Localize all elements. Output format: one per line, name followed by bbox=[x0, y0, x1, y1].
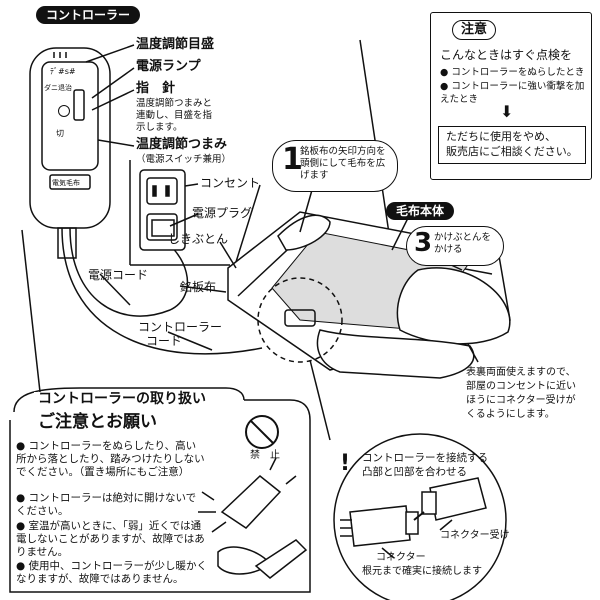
handling-subtitle: ご注意とお願い bbox=[38, 412, 157, 432]
controller-brand-label: 電気毛布 bbox=[52, 179, 80, 187]
label-outlet: コンセント bbox=[200, 176, 261, 190]
temperature-knob[interactable] bbox=[58, 105, 70, 117]
label-power-lamp: 電源ランプ bbox=[136, 59, 201, 74]
caution-action-1: ただちに使用をやめ、 bbox=[446, 130, 556, 143]
handling-bullet-4-text: 使用中、コントローラーが少し暖かくなりますが、故障ではありません。 bbox=[16, 560, 207, 585]
caution-action-box bbox=[438, 126, 586, 164]
step3-number: 3 bbox=[414, 228, 433, 258]
step1-text-2: 頭側にして毛布を広 bbox=[300, 158, 386, 169]
caution-bullet-2: ● コントローラーに強い衝撃を加えたとき bbox=[440, 81, 585, 105]
label-shikibuton: しきぶとん bbox=[168, 232, 229, 246]
label-controller-cord-2: コード bbox=[146, 334, 183, 348]
label-knob-sub: （電源スイッチ兼用） bbox=[136, 154, 232, 165]
controller-face-top: ﾃﾞ#s# bbox=[50, 67, 76, 76]
label-pointer-desc-2: 連動し、目盛を指 bbox=[136, 110, 213, 121]
reversible-note-3: ほうにコネクター受けが bbox=[466, 395, 576, 406]
connector-note: 根元まで確実に接続します bbox=[362, 566, 482, 577]
label-temperature-scale: 温度調節目盛 bbox=[136, 37, 215, 52]
caution-tag: 注意 bbox=[452, 20, 497, 40]
label-controller-cord-1: コントローラー bbox=[138, 320, 223, 334]
handling-bullet-4: ● 使用中、コントローラーが少し暖かくなりますが、故障ではありません。 bbox=[16, 560, 207, 585]
step3-bubble bbox=[406, 226, 504, 266]
caution-bullet-2-text: コントローラーに強い衝撃を加えたとき bbox=[440, 81, 585, 105]
handling-bullet-3-text: 室温が高いときに、「弱」近くでは通電しないことがありますが、故障ではありません。 bbox=[16, 520, 205, 558]
step3-text-2: かける bbox=[434, 244, 463, 255]
handling-bullet-3: ● 室温が高いときに、「弱」近くでは通電しないことがありますが、故障ではありませ… bbox=[16, 520, 205, 558]
label-temperature-knob: 温度調節つまみ bbox=[136, 137, 228, 152]
handling-section-title: コントローラーの取り扱い bbox=[34, 392, 210, 406]
step1-text-1: 銘板布の矢印方向を bbox=[300, 146, 386, 157]
step1-number: 1 bbox=[282, 142, 303, 177]
reversible-note-2: 部屋のコンセントに近い bbox=[466, 381, 576, 392]
title-badge: コントローラー bbox=[36, 6, 141, 24]
handling-bullet-2: ● コントローラーは絶対に開けないでください。 bbox=[16, 492, 197, 517]
label-pointer: 指 針 bbox=[136, 81, 176, 96]
step3-text-1: かけぶとんを bbox=[434, 232, 492, 243]
label-pointer-desc-3: 示します。 bbox=[136, 122, 183, 133]
connector-instruction-1: コントローラーを接続する bbox=[362, 452, 488, 464]
step1-bubble bbox=[272, 140, 398, 192]
controller-face-off: 切 bbox=[56, 129, 64, 138]
handling-bullet-1: ● コントローラーをぬらしたり、高い所から落としたり、踏みつけたりしないでくださ… bbox=[16, 440, 205, 478]
label-pointer-desc-1: 温度調節つまみと bbox=[136, 98, 213, 109]
caution-bullet-1: ● コントローラーをぬらしたとき bbox=[440, 67, 585, 78]
label-power-plug: 電源プラグ bbox=[192, 206, 253, 220]
exclaim-icon: ! bbox=[340, 451, 351, 476]
down-arrow-icon: ⬇ bbox=[500, 102, 514, 121]
connector-label: コネクター bbox=[376, 552, 426, 563]
caution-bullet-1-text: コントローラーをぬらしたとき bbox=[451, 67, 585, 78]
step1-text-3: げます bbox=[300, 170, 329, 181]
caution-action-2: 販売店にご相談ください。 bbox=[446, 145, 578, 158]
reversible-note-4: くるようにします。 bbox=[466, 409, 555, 420]
handling-bullet-2-text: コントローラーは絶対に開けないでください。 bbox=[16, 492, 197, 517]
blanket-body-label: 毛布本体 bbox=[386, 202, 455, 220]
label-power-cord: 電源コード bbox=[88, 268, 149, 282]
connector-instruction-2: 凸部と凹部を合わせる bbox=[362, 466, 467, 478]
connector-receiver-label: コネクター受け bbox=[440, 530, 510, 541]
prohibit-label: 禁 止 bbox=[250, 450, 280, 461]
controller-face-mid: ダニ退治 bbox=[44, 84, 72, 92]
reversible-note-1: 表裏両面使えますので、 bbox=[466, 367, 576, 378]
label-nameplate: 銘板布 bbox=[180, 280, 217, 294]
handling-bullet-1-text: コントローラーをぬらしたり、高い所から落としたり、踏みつけたりしないでください。… bbox=[16, 440, 205, 478]
caution-heading: こんなときはすぐ点検を bbox=[440, 48, 573, 62]
